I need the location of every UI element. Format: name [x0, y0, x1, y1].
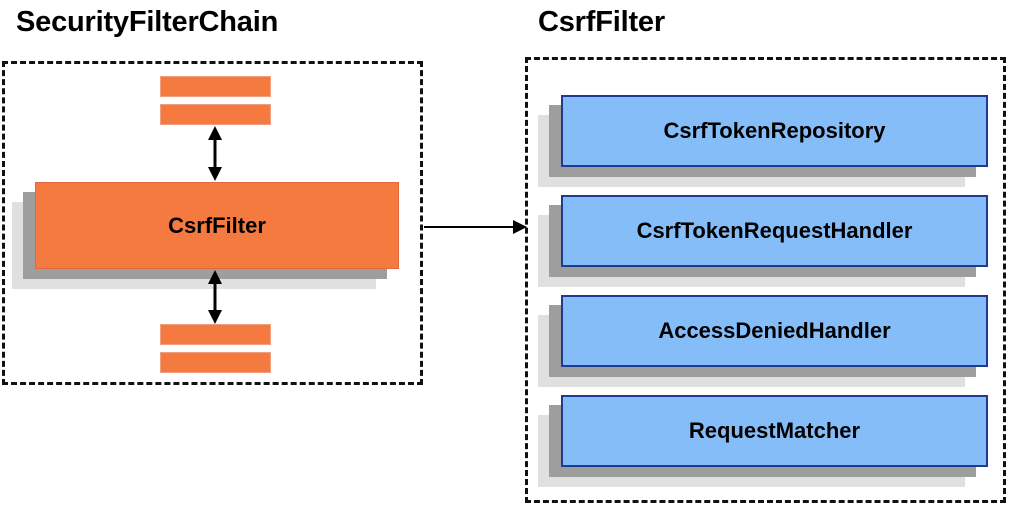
node-csrf-token-repository[interactable]: CsrfTokenRepository — [538, 95, 988, 187]
node-access-denied-handler[interactable]: AccessDeniedHandler — [538, 295, 988, 387]
security-filter-chain-panel — [2, 61, 423, 385]
node-csrf-filter[interactable]: CsrfFilter — [12, 182, 399, 289]
node-csrf-filter-label: CsrfFilter — [35, 182, 399, 269]
node-label: CsrfTokenRequestHandler — [561, 195, 988, 267]
csrf-filter-panel — [525, 57, 1006, 503]
right-panel-title: CsrfFilter — [538, 6, 665, 38]
filter-stub-bottom-1 — [160, 324, 271, 345]
filter-stub-bottom-2 — [160, 352, 271, 373]
node-label: AccessDeniedHandler — [561, 295, 988, 367]
node-csrf-token-request-handler[interactable]: CsrfTokenRequestHandler — [538, 195, 988, 287]
node-label: CsrfTokenRepository — [561, 95, 988, 167]
filter-stub-top-1 — [160, 76, 271, 97]
filter-stub-top-2 — [160, 104, 271, 125]
node-label: RequestMatcher — [561, 395, 988, 467]
node-request-matcher[interactable]: RequestMatcher — [538, 395, 988, 487]
left-panel-title: SecurityFilterChain — [16, 6, 279, 38]
